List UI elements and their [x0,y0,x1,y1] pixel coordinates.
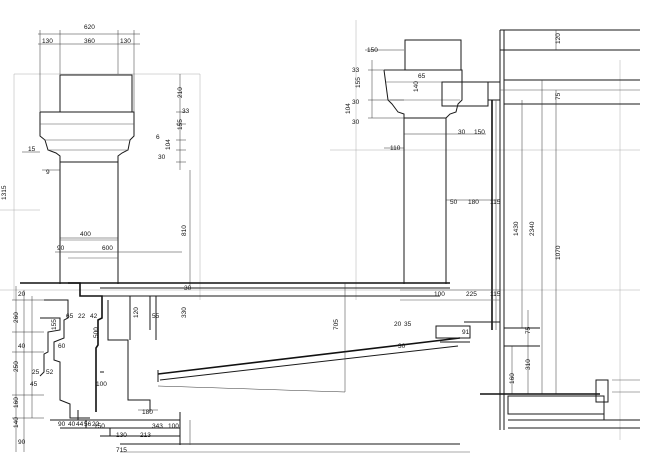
dim-44: 44 [76,421,84,428]
dim-30: 30 [158,154,166,161]
dim-600: 600 [102,245,113,252]
dim-9: 9 [46,169,50,176]
dim-6: 6 [156,134,160,141]
dim-100: 100 [168,423,179,430]
dim-115: 115 [490,199,501,206]
left-base-profile [12,283,470,452]
construction-lines [0,20,640,440]
dim-130: 130 [116,432,127,439]
dim-140: 140 [413,81,420,92]
dim-225: 225 [466,291,477,298]
dim-120: 120 [133,307,140,318]
right-wall [400,30,640,430]
dim-155: 155 [51,319,58,330]
dim-42: 42 [90,313,98,320]
dim-25: 25 [32,369,40,376]
dim-810: 810 [181,225,188,236]
dim-30: 30 [352,99,360,106]
dim-343: 343 [152,423,163,430]
sloped-slab [138,283,470,410]
dim-130: 130 [42,38,53,45]
dim-155: 155 [355,77,362,88]
dim-310: 310 [525,359,532,370]
dim-40: 40 [68,421,76,428]
dim-22: 22 [92,421,100,428]
dim-155: 155 [177,119,184,130]
dim-90: 90 [58,421,66,428]
dim-213: 213 [140,432,151,439]
right-column [365,40,500,284]
dim-75: 75 [525,326,532,334]
dim-1430: 1430 [513,221,520,236]
dim-30: 30 [184,285,192,292]
dim-360: 360 [84,38,95,45]
dim-75: 75 [555,92,562,100]
dim-705: 705 [333,319,340,330]
dim-500: 500 [93,327,100,338]
dim-60: 60 [58,343,66,350]
dim-90: 90 [57,245,65,252]
dim-55: 55 [152,313,160,320]
dim-40: 40 [18,343,26,350]
dim-210: 210 [177,87,184,98]
dim-65: 65 [66,313,74,320]
dim-150: 150 [367,47,378,54]
dim-22: 22 [78,313,86,320]
dim-30: 30 [398,343,406,350]
dim-260: 260 [13,312,20,323]
dim-104: 104 [345,103,352,114]
dim-400: 400 [80,231,91,238]
left-column [40,75,134,284]
dim-30: 30 [458,129,466,136]
dim-1070: 1070 [555,245,562,260]
dim-20: 20 [394,321,402,328]
dim-33: 33 [352,67,360,74]
dim-30: 30 [352,119,360,126]
dim-65: 65 [418,73,426,80]
dim-180: 180 [468,199,479,206]
dim-52: 52 [46,369,54,376]
dim-115: 115 [490,291,501,298]
dim-50: 50 [450,199,458,206]
dim-715: 715 [116,447,127,454]
dim-100: 100 [434,291,445,298]
dim-104: 104 [165,139,172,150]
beam-band [20,283,450,296]
dim-1315: 1315 [1,185,8,200]
dim-20: 20 [18,291,26,298]
dim-150: 150 [474,129,485,136]
dim-45: 45 [30,381,38,388]
dim-120: 120 [555,33,562,44]
dim-110: 110 [390,145,401,152]
dim-160: 160 [13,397,20,408]
dim-140: 140 [13,417,20,428]
dim-2340: 2340 [529,221,536,236]
dim-90: 90 [18,439,26,446]
dim-620: 620 [84,24,95,31]
dim-56: 56 [84,421,92,428]
dim-15: 15 [28,146,36,153]
dimension-labels: 620 130 360 130 210 33 155 6 104 30 15 9… [1,24,562,454]
dim-160: 160 [509,373,516,384]
dim-35: 35 [404,321,412,328]
dim-130: 130 [120,38,131,45]
dim-150: 150 [94,423,105,430]
dim-100: 100 [96,381,107,388]
dim-180: 180 [142,409,153,416]
dim-330: 330 [181,307,188,318]
dim-250: 250 [13,361,20,372]
dim-91: 91 [462,329,470,336]
left-column-dimensions [22,30,190,286]
dim-33: 33 [182,108,190,115]
